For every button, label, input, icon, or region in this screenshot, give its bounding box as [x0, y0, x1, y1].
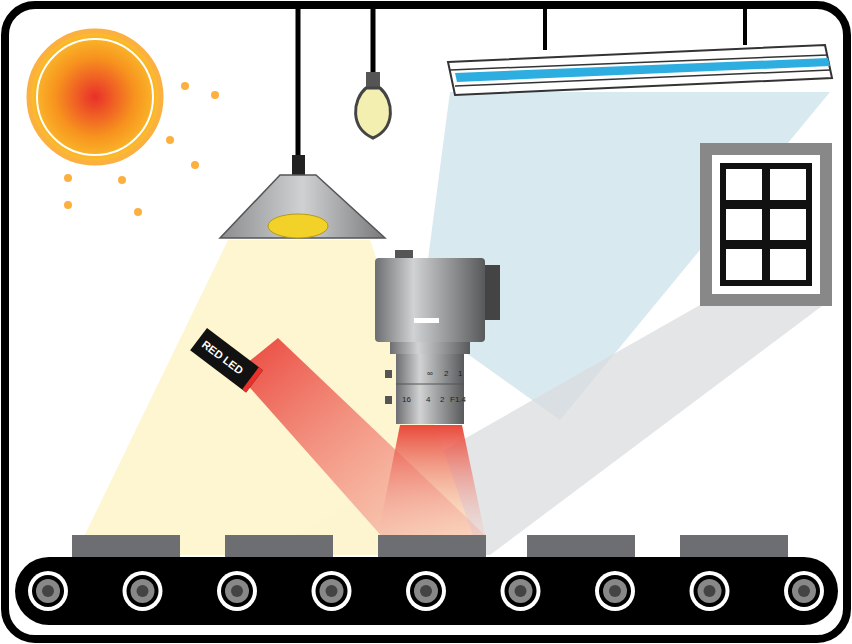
led-beam [236, 338, 485, 540]
roller [137, 585, 149, 597]
conveyor-belt [15, 557, 838, 625]
roller [420, 585, 432, 597]
frame [5, 5, 847, 639]
roller [603, 579, 627, 603]
sun-rays [64, 82, 219, 216]
roller [406, 571, 446, 611]
roller [221, 575, 253, 607]
lens-marking: 1 [458, 370, 462, 378]
fluorescent-lamp [448, 45, 832, 95]
roller [509, 579, 533, 603]
lens-marking: F1.4 [450, 396, 466, 404]
lamp-socket [292, 155, 305, 175]
roller [694, 575, 726, 607]
roller [32, 575, 64, 607]
roller [326, 585, 338, 597]
lens-marking: 16 [402, 396, 411, 404]
roller [127, 575, 159, 607]
roller [316, 575, 348, 607]
roller [501, 571, 541, 611]
roller [320, 579, 344, 603]
roller [231, 585, 243, 597]
roller [414, 579, 438, 603]
sun [29, 31, 161, 163]
roller [28, 571, 68, 611]
roller [609, 585, 621, 597]
lamp-cord [296, 5, 301, 160]
roller [798, 585, 810, 597]
roller [410, 575, 442, 607]
lens-marking: ∞ [427, 370, 433, 378]
roller [515, 585, 527, 597]
roller [690, 571, 730, 611]
roller [788, 575, 820, 607]
roller [36, 579, 60, 603]
lens-marking: 2 [440, 396, 444, 404]
lamp-hanger [543, 5, 547, 50]
lamp-hanger [743, 5, 747, 45]
bulb-cord [371, 5, 376, 80]
roller [42, 585, 54, 597]
roller [131, 579, 155, 603]
lens-marking: 4 [426, 396, 430, 404]
roller [599, 575, 631, 607]
roller [792, 579, 816, 603]
roller [123, 571, 163, 611]
sun-ring [37, 39, 153, 155]
camera [375, 250, 500, 424]
lamp-shade [220, 175, 385, 238]
roller [698, 579, 722, 603]
roller [217, 571, 257, 611]
lens-marking: 2 [444, 370, 448, 378]
lamp-glow [268, 214, 328, 238]
rollers [28, 571, 824, 611]
camera-view [378, 425, 485, 535]
products [72, 535, 788, 557]
roller [784, 571, 824, 611]
light-bulb [356, 88, 391, 138]
bulb-socket [366, 72, 380, 88]
roller [595, 571, 635, 611]
roller [225, 579, 249, 603]
roller [312, 571, 352, 611]
roller [704, 585, 716, 597]
roller [505, 575, 537, 607]
window [700, 143, 832, 306]
